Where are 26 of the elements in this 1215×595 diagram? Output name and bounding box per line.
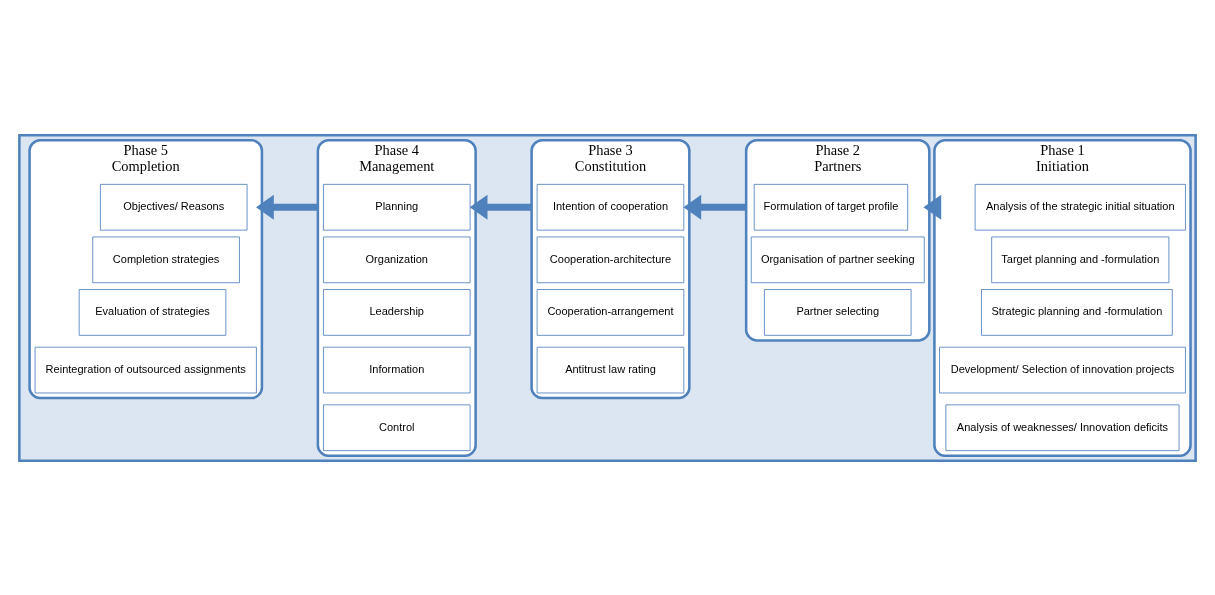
node-box: Leadership — [323, 288, 471, 336]
node-box: Evaluation of strategies — [78, 288, 227, 336]
node-box: Formulation of target profile — [753, 183, 909, 231]
node-box: Reintegration of outsourced assignments — [34, 346, 257, 393]
node-box: Analysis of the strategic initial situation — [974, 183, 1186, 231]
arrow — [469, 194, 532, 220]
arrow — [256, 194, 318, 220]
node-box: Objectives/ Reasons — [99, 183, 248, 231]
node-box: Planning — [323, 183, 471, 231]
node-box: Completion strategies — [92, 236, 240, 283]
node-box: Strategic planning and -formulation — [981, 288, 1173, 336]
node-box: Cooperation-architecture — [536, 236, 685, 283]
arrow — [683, 194, 747, 220]
cluster — [18, 133, 1197, 462]
node-box: Analysis of weaknesses/ Innovation deficits — [945, 403, 1180, 451]
node-box: Cooperation-arrangement — [536, 288, 685, 336]
node-box: Control — [323, 403, 471, 451]
node-box: Partner selecting — [763, 288, 912, 336]
node-box: Target planning and -formulation — [991, 236, 1170, 283]
arrow — [923, 194, 942, 220]
node-box: Information — [323, 346, 471, 393]
node-box: Intention of cooperation — [536, 183, 685, 231]
node-box: Antitrust law rating — [536, 346, 685, 393]
node-box: Organization — [323, 236, 471, 283]
node-box: Organisation of partner seeking — [750, 236, 925, 283]
node-box: Development/ Selection of innovation projects — [939, 346, 1186, 393]
